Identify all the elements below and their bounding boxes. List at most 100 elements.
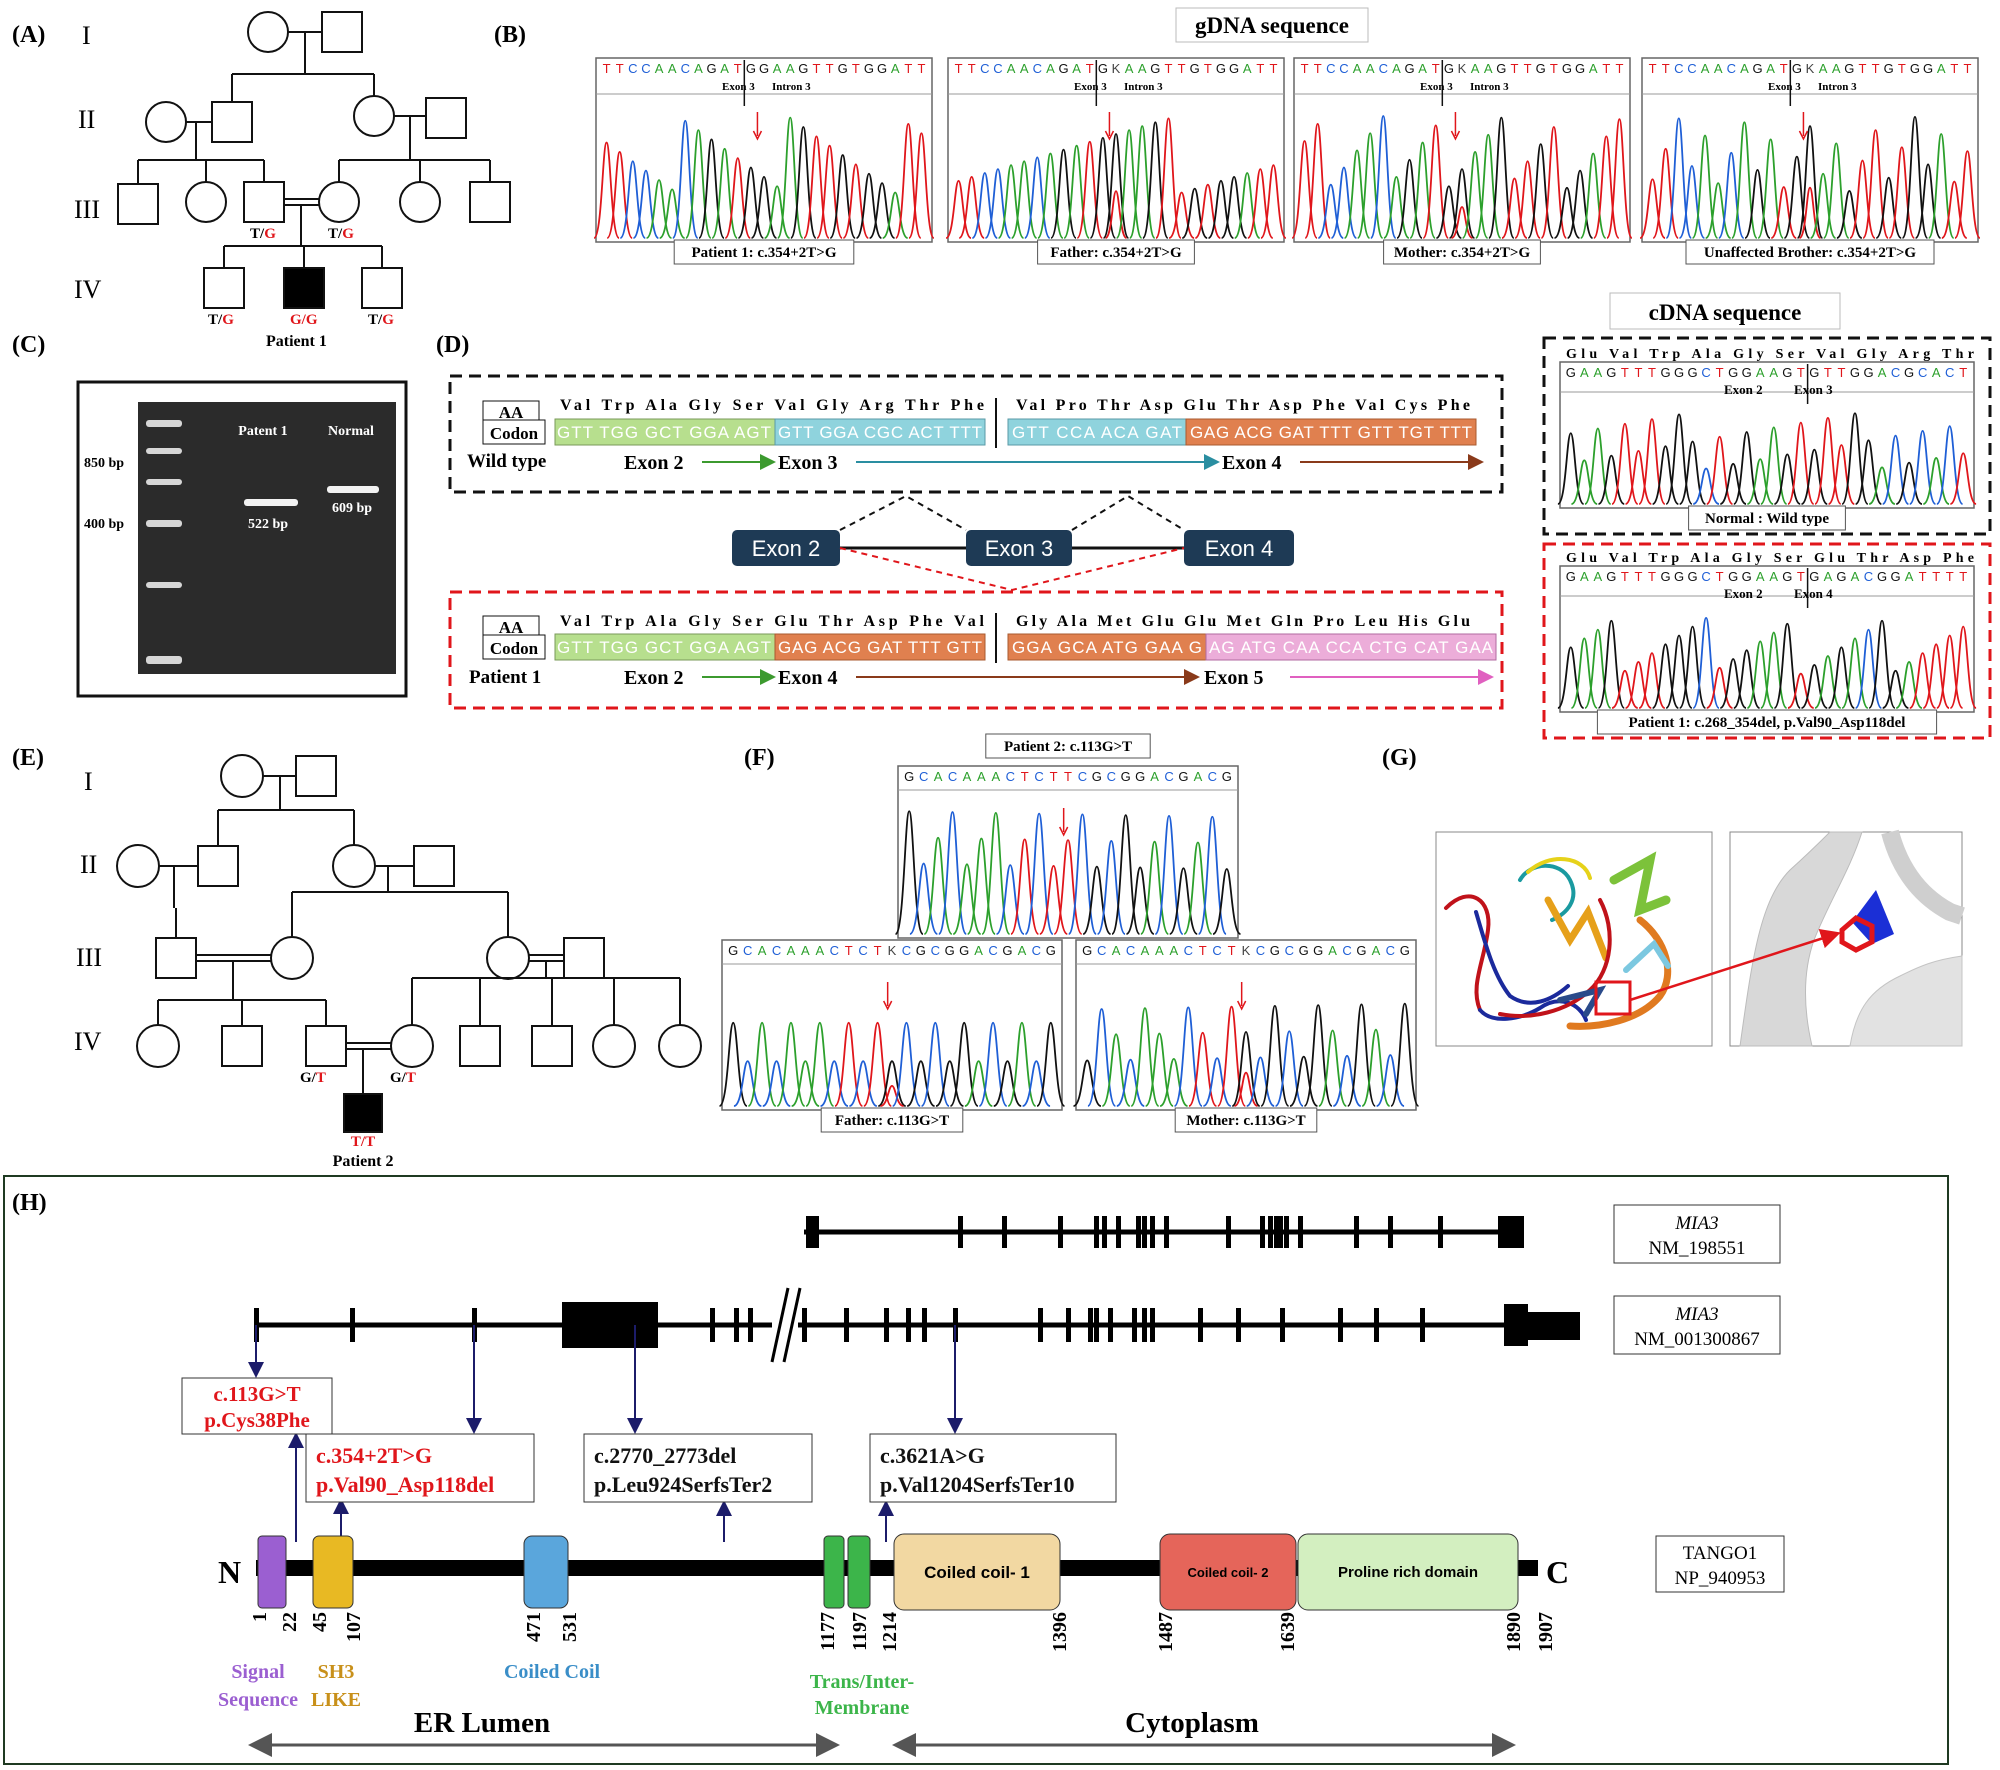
cdna-patient-base: A [1769, 569, 1778, 584]
variant-1-c: c.113G>T [213, 1382, 300, 1406]
f-trace-3-base: C [1097, 943, 1106, 958]
gel-band-normal [327, 486, 379, 493]
cdna-normal-base: C [1918, 365, 1927, 380]
gdna-trace-2-base: G [1098, 61, 1108, 76]
cdna-patient-base: C [1701, 569, 1710, 584]
f-trace-1-base: A [1150, 769, 1159, 784]
f-trace-1-base: C [1164, 769, 1173, 784]
panel-label-d: (D) [436, 332, 469, 358]
e-gen3-male-left [155, 937, 197, 979]
f-trace-1-base: G [1178, 769, 1188, 784]
gel-marker-400: 400 bp [84, 517, 124, 532]
gdna-trace-4-base: G [1923, 61, 1933, 76]
f-trace-2-base: C [931, 943, 940, 958]
gdna-trace-3-base: G [1536, 61, 1546, 76]
f-trace-3-base: G [1270, 943, 1280, 958]
pos-22: 22 [279, 1612, 301, 1632]
e-patient-2 [343, 1093, 383, 1133]
transcript1-gene: MIA3 [1674, 1213, 1718, 1234]
cdna-patient-box [1542, 542, 1992, 740]
gdna-trace-3-base: G [1496, 61, 1506, 76]
genotype-sib-1: T/G [208, 312, 234, 328]
genotype-patient-1: G/G [290, 312, 318, 328]
cdna-normal-base: G [1850, 365, 1860, 380]
e-gen1-female [220, 754, 264, 798]
f-trace-1-base: C [1107, 769, 1116, 784]
gen2-male-left [211, 101, 253, 143]
f-trace-2-base: T [845, 943, 853, 958]
cdna-normal-base: A [1756, 365, 1765, 380]
cdna-patient-base: G [1891, 569, 1901, 584]
wt-aa-row-2: Val Pro Thr Asp Glu Thr Asp Phe Val Cys … [1016, 397, 1470, 414]
gel-band-patient [244, 499, 298, 506]
gdna-trace-4-base: T [1649, 61, 1657, 76]
gdna-trace-4-base: A [1701, 61, 1710, 76]
cdna-patient-base: T [1932, 569, 1940, 584]
gdna-trace-1-frame [595, 57, 933, 243]
f-trace-3-frame [1075, 939, 1417, 1111]
f-trace-1-base: G [1121, 769, 1131, 784]
cdna-normal-base: C [1891, 365, 1900, 380]
gen-label-2: II [78, 105, 95, 134]
panel-cdna: cDNA sequence Glu Val Trp Ala Gly Ser Va… [1542, 292, 1992, 740]
f-trace-3-base: A [1141, 943, 1150, 958]
pt-aa-row-2: Gly Ala Met Glu Glu Met Gln Pro Leu His … [1016, 613, 1470, 630]
panel-label-e: (E) [12, 745, 44, 771]
wt-codon-seg-4: GAG ACG GAT TTT GTT TGT TTT [1190, 423, 1472, 442]
cdna-trace-group: Glu Val Trp Ala Gly Ser Val Gly Arg ThrG… [1557, 347, 1977, 735]
wt-codon-seg-2: GTT GGA CGC ACT TTT [778, 423, 982, 442]
splice-exon2-label: Exon 2 [752, 536, 821, 561]
pos-45: 45 [309, 1612, 331, 1632]
cdna-normal-base: T [1634, 365, 1642, 380]
e-gen2-female-right [332, 844, 376, 888]
gdna-trace-3-base: A [1353, 61, 1362, 76]
gdna-trace-4-base: C [1687, 61, 1696, 76]
protein-label-box [1655, 1535, 1785, 1593]
gdna-trace-4-base: T [1780, 61, 1788, 76]
gdna-trace-1-base: G [759, 61, 769, 76]
f-trace-2-base: G [959, 943, 969, 958]
cdna-patient-base: G [1742, 569, 1752, 584]
domain-coiled-coil-2 [1159, 1533, 1297, 1611]
gdna-trace-1-base: C [681, 61, 690, 76]
pos-1639: 1639 [1277, 1612, 1299, 1652]
panel-label-g: (G) [1382, 745, 1417, 771]
cdna-normal-base: G [1742, 365, 1752, 380]
f-trace-1-base: C [1006, 769, 1015, 784]
gen-label-3: III [74, 195, 100, 224]
cdna-normal-base: G [1904, 365, 1914, 380]
gdna-trace-1-base: A [720, 61, 729, 76]
domain-tm-2 [847, 1535, 871, 1609]
f-trace-1-base: G [1135, 769, 1145, 784]
panel-label-c: (C) [12, 332, 45, 358]
gdna-trace-3-base: T [1615, 61, 1623, 76]
cdna-normal-box [1542, 336, 1992, 536]
f-trace-1-base: T [1050, 769, 1058, 784]
cdna-normal-base: G [1674, 365, 1684, 380]
pt-seg-exon4b [1007, 633, 1207, 661]
f-trace-3-base: A [1155, 943, 1164, 958]
gdna-trace-3-frame [1293, 57, 1631, 243]
gdna-trace-2-base: C [980, 61, 989, 76]
gdna-exon-label: Exon 3 [1074, 81, 1107, 93]
gen1-male [321, 11, 363, 53]
pos-1214: 1214 [879, 1612, 901, 1652]
gen3-female-2 [185, 181, 227, 223]
variant-box-4 [869, 1433, 1117, 1503]
gdna-trace-2-caption: Father: c.354+2T>G [1050, 245, 1182, 261]
cdna-patient-base: A [1905, 569, 1914, 584]
legend-signal-1: Signal [231, 1661, 285, 1683]
gdna-trace-2-base: T [1086, 61, 1094, 76]
f-trace-2-base: A [1018, 943, 1027, 958]
gdna-trace-1-base: A [694, 61, 703, 76]
domain-sh3 [312, 1535, 354, 1609]
e-gen3-female-right [486, 936, 530, 980]
cdna-normal-base: A [1769, 365, 1778, 380]
domain-proline [1297, 1533, 1519, 1611]
panel-e: (E) I II III IV [12, 745, 702, 1170]
variant-3-p: p.Leu924SerfsTer2 [594, 1472, 772, 1497]
splice-exon4-box [1184, 530, 1294, 566]
gdna-trace-2-base: G [1150, 61, 1160, 76]
wt-row-label: Wild type [467, 451, 546, 472]
